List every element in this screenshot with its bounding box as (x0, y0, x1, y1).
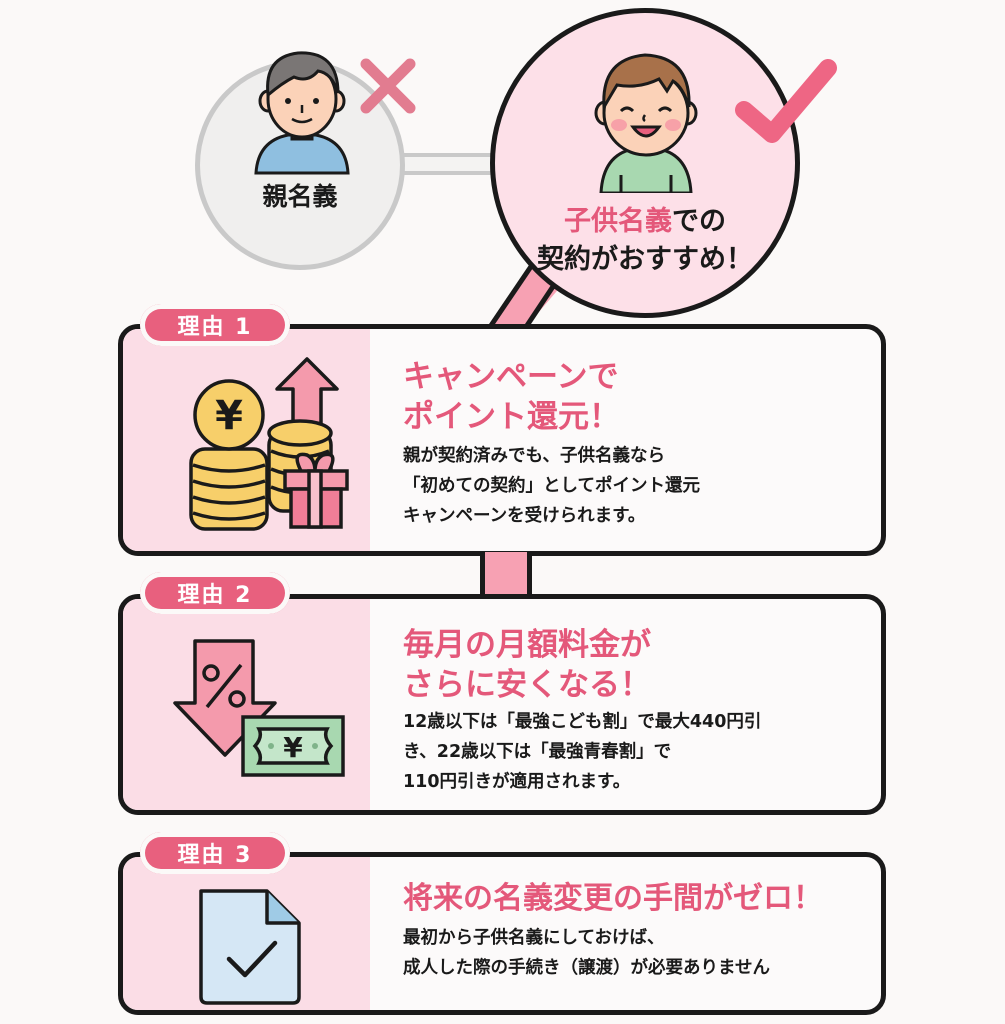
cross-icon (360, 58, 416, 114)
reason-2-body: 12歳以下は「最強こども割」で最大440円引 き、22歳以下は「最強青春割」で … (403, 712, 762, 792)
child-avatar-icon (594, 53, 698, 193)
svg-text:¥: ¥ (215, 393, 243, 439)
discount-banknote-icon: ¥ (173, 639, 345, 777)
reason-3-badge: 理由 3 (140, 832, 290, 874)
reason-1-body: 親が契約済みでも、子供名義なら 「初めての契約」としてポイント還元 キャンペーン… (403, 446, 700, 526)
reason-3-body: 最初から子供名義にしておけば、 成人した際の手続き（譲渡）が必要ありません (403, 928, 770, 978)
parent-avatar-icon (254, 51, 350, 175)
yen-coins-gift-icon: ¥ (189, 357, 349, 531)
reason-3-title: 将来の名義変更の手間がゼロ！ (403, 881, 823, 916)
child-name-suffix: での (672, 206, 726, 237)
document-check-icon (199, 889, 301, 1005)
reason-card-1: ¥ キャンペーンで ポイント還元！ 親が契約済みでも、子供名義なら 「初めての契… (118, 324, 886, 556)
reason-1-title: キャンペーンで ポイント還元！ (403, 359, 620, 435)
parent-name-option: 親名義 (195, 51, 405, 270)
reason-3-badge-label: 理由 3 (177, 843, 253, 868)
child-name-option: 子供名義での 契約がおすすめ！ (490, 8, 800, 318)
reason-1-badge: 理由 1 (140, 304, 290, 346)
child-name-highlight: 子供名義 (564, 206, 672, 237)
reason-2-title: 毎月の月額料金が さらに安くなる！ (403, 627, 651, 703)
card-connector-1-2 (480, 552, 532, 598)
check-icon (735, 59, 837, 143)
reason-2-badge: 理由 2 (140, 572, 290, 614)
reason-1-badge-label: 理由 1 (177, 315, 253, 340)
reason-2-badge-label: 理由 2 (177, 583, 253, 608)
parent-name-label: 親名義 (262, 182, 338, 211)
child-name-label: 子供名義での 契約がおすすめ！ (495, 203, 795, 279)
child-name-recommend: 契約がおすすめ！ (537, 244, 753, 275)
reason-card-3: 将来の名義変更の手間がゼロ！ 最初から子供名義にしておけば、 成人した際の手続き… (118, 852, 886, 1015)
svg-text:¥: ¥ (283, 731, 303, 764)
circle-connector (398, 153, 496, 175)
reason-card-2: ¥ 毎月の月額料金が さらに安くなる！ 12歳以下は「最強こども割」で最大440… (118, 594, 886, 815)
